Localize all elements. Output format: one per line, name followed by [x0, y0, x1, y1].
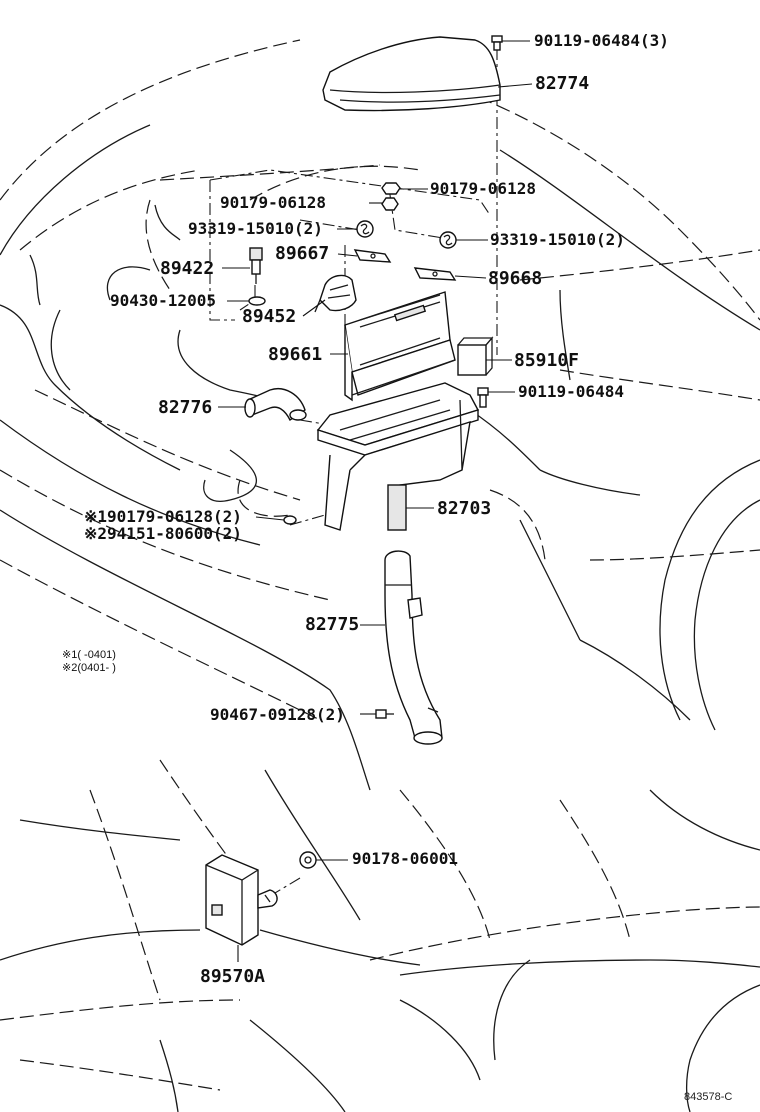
- label-90179-06128-2: ※190179-06128(2): [84, 507, 242, 526]
- label-82774: 82774: [535, 73, 590, 94]
- label-90119-06484: 90119-06484: [518, 382, 624, 401]
- label-90179-06128-b: 90179-06128: [430, 179, 536, 198]
- ecu-89661: [344, 291, 456, 402]
- label-93319-15010-a: 93319-15010(2): [188, 219, 323, 238]
- label-90467-09128-2: 90467-09128(2): [210, 705, 345, 724]
- label-90430-12005: 90430-12005: [110, 291, 216, 310]
- note-1: ※1( -0401): [62, 649, 116, 661]
- label-89661: 89661: [268, 344, 323, 365]
- hose-82776: [244, 388, 307, 422]
- label-89452: 89452: [242, 306, 297, 327]
- module-89570A: [205, 854, 278, 946]
- label-85910F: 85910F: [514, 350, 580, 371]
- relay-85910F: [457, 336, 494, 376]
- washer-90430-12005: [248, 296, 266, 306]
- bracket-89668: [413, 267, 457, 281]
- connector-89452: [314, 274, 357, 313]
- nut-90178-06001: [299, 851, 317, 869]
- bracket-line: [154, 204, 181, 241]
- note-2: ※2(0401- ): [62, 662, 116, 674]
- cover-82774: [322, 36, 501, 112]
- clip-93319-15010-b: [439, 231, 457, 249]
- label-90119-06484-3: 90119-06484(3): [534, 31, 669, 50]
- vehicle-body-outline: [0, 39, 760, 1112]
- box-82703: [316, 382, 480, 531]
- label-89570A: 89570A: [200, 966, 266, 987]
- label-82775: 82775: [305, 614, 360, 635]
- clip-93319-15010-a: [356, 220, 374, 238]
- label-93319-15010-b: 93319-15010(2): [490, 230, 625, 249]
- bracket-89667: [353, 249, 392, 263]
- clip-90467-09128: [375, 709, 394, 719]
- nut-90179-06128-a: [381, 197, 399, 211]
- label-94151-80600-2: ※294151-80600(2): [84, 524, 242, 543]
- bolt-90119-06484: [477, 387, 489, 408]
- illustration-reference: 843578-C: [684, 1091, 733, 1103]
- nut-90179-06128-b: [381, 182, 401, 195]
- label-82703: 82703: [437, 498, 492, 519]
- label-89668: 89668: [488, 268, 543, 289]
- nut-90179-06128-2: [283, 515, 297, 525]
- label-90179-06128-a: 90179-06128: [220, 193, 326, 212]
- duct-82775: [384, 550, 443, 745]
- bolt-90119-06484-3: [491, 35, 503, 51]
- label-82776: 82776: [158, 397, 213, 418]
- sensor-89422: [249, 247, 263, 284]
- leader-lines: [218, 40, 533, 962]
- label-89422: 89422: [160, 258, 215, 279]
- assembly-guide-lines: [209, 48, 498, 906]
- label-90178-06001: 90178-06001: [352, 849, 458, 868]
- label-89667: 89667: [275, 243, 330, 264]
